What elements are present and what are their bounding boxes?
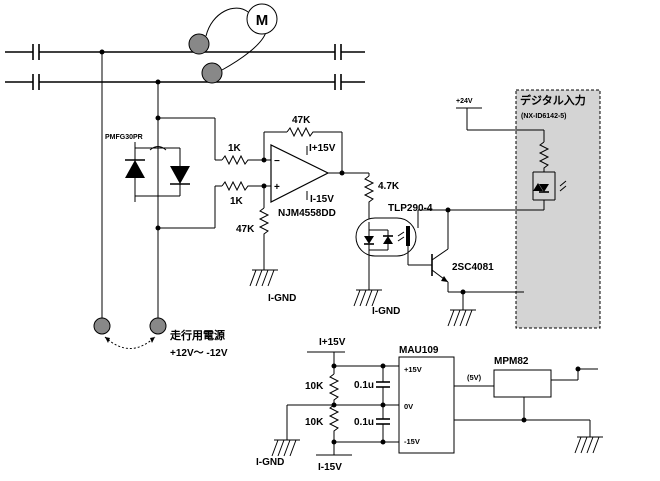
input-resistor-2-label: 1K: [230, 196, 244, 207]
dc-dc-converter: MAU109 +15V 0V -15V: [398, 345, 455, 454]
track-supply-title: 走行用電源: [169, 328, 225, 342]
feedback-resistor-label: 47K: [292, 115, 311, 126]
power-ground: I-GND: [256, 439, 300, 468]
regulator-label: MPM82: [494, 356, 529, 367]
diode-module: PMFG30PR: [105, 115, 215, 231]
dc-upper-resistor: [328, 373, 340, 405]
opamp-ground-label: I-GND: [268, 293, 296, 304]
opamp: − + I+15V I-15V NJM4558DD: [264, 143, 336, 219]
diode-down: [170, 166, 190, 184]
digital-input-panel: [515, 89, 601, 329]
dc-upper-resistor-label: 10K: [305, 381, 324, 392]
photocoupler: TLP290-4: [355, 203, 433, 257]
output-resistor-label: 4.7K: [378, 181, 400, 192]
dc-lower-resistor-label: 10K: [305, 417, 324, 428]
track-supply-range: +12V～ -12V: [170, 348, 228, 359]
diode-module-label: PMFG30PR: [105, 134, 143, 141]
power-supply-pos-label: I+15V: [319, 337, 346, 348]
dc-lower-resistor: [328, 404, 340, 442]
digital-input-supply: +24V: [456, 98, 473, 105]
coupler-ground: I-GND: [353, 289, 400, 317]
ground-resistor: [258, 207, 270, 270]
track-terminal-right: [149, 317, 167, 335]
opamp-supply-pos: I+15V: [309, 143, 336, 154]
dc-upper-capacitor-label: 0.1u: [354, 380, 374, 391]
transistor-ground: [447, 309, 476, 327]
coupler-ground-label: I-GND: [372, 306, 400, 317]
photocoupler-label: TLP290-4: [388, 203, 433, 214]
opamp-plus-pin: +: [274, 182, 280, 193]
dc-lower-capacitor-label: 0.1u: [354, 417, 374, 428]
output-resistor: [363, 175, 375, 222]
opamp-ground: I-GND: [249, 269, 296, 304]
digital-input-part: (NX-ID6142-5): [521, 113, 567, 120]
diode-up: [125, 160, 145, 178]
motor-label: M: [256, 12, 269, 29]
motor-pickup: M: [188, 3, 278, 84]
digital-input-resistor: [538, 141, 550, 172]
dc-dc-pin-zero: 0V: [404, 402, 413, 411]
track-terminal-left: [93, 317, 111, 335]
input-resistor-1-label: 1K: [228, 143, 242, 154]
dc-dc-converter-label: MAU109: [399, 345, 439, 356]
dc-dc-pin-neg: -15V: [404, 437, 420, 446]
feedback-resistor: [286, 126, 342, 138]
track-rails: [5, 44, 365, 90]
motor-symbol: [246, 3, 278, 35]
opamp-supply-neg: I-15V: [310, 194, 334, 205]
power-supply-neg-label: I-15V: [318, 462, 342, 473]
digital-input-led: [539, 184, 549, 192]
digital-input-title: デジタル入力: [520, 93, 586, 107]
regulator-ground: [574, 436, 603, 454]
regulator-output-label: (5V): [467, 373, 482, 382]
pickup-wheel-lower: [201, 62, 223, 84]
input-resistor-1: [221, 154, 264, 166]
opamp-part-label: NJM4558DD: [278, 208, 336, 219]
transistor: 2SC4081: [407, 210, 494, 292]
regulator: MPM82: [493, 356, 552, 398]
transistor-label: 2SC4081: [452, 262, 494, 273]
ground-resistor-label: 47K: [236, 224, 255, 235]
dc-dc-pin-pos: +15V: [404, 365, 422, 374]
power-ground-label: I-GND: [256, 457, 284, 468]
input-resistor-2: [221, 180, 264, 192]
pickup-wheel-upper: [188, 33, 210, 55]
opamp-minus-pin: −: [274, 156, 280, 167]
